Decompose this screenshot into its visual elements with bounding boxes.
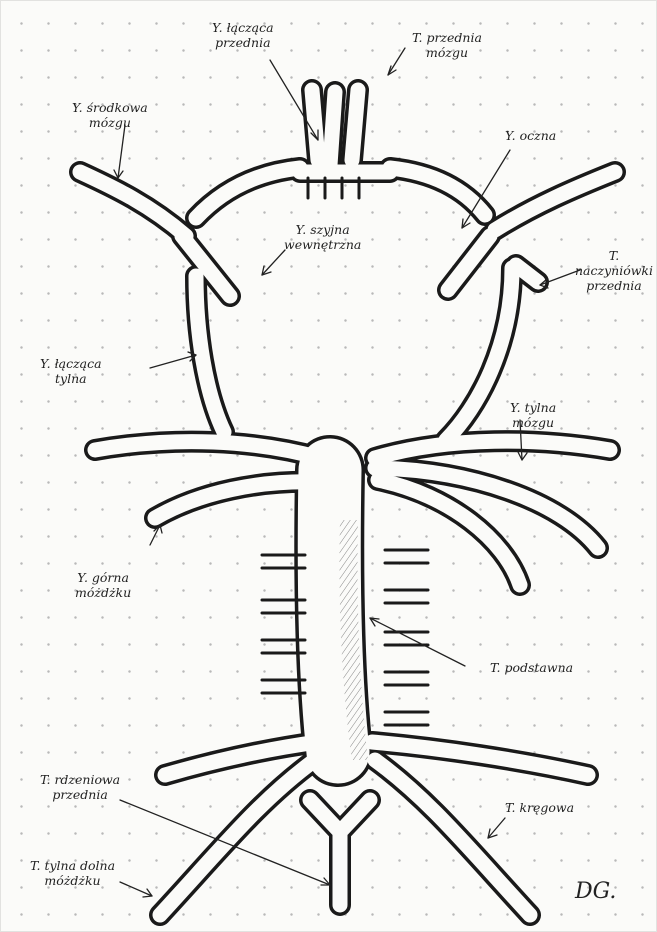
label-ophthalmic: Y. oczna: [505, 128, 556, 143]
author-signature: DG.: [575, 880, 616, 904]
label-vertebral: T. kręgowa: [505, 800, 574, 815]
vessel-lumens: [80, 90, 615, 915]
label-basilar: T. podstawna: [490, 660, 573, 675]
